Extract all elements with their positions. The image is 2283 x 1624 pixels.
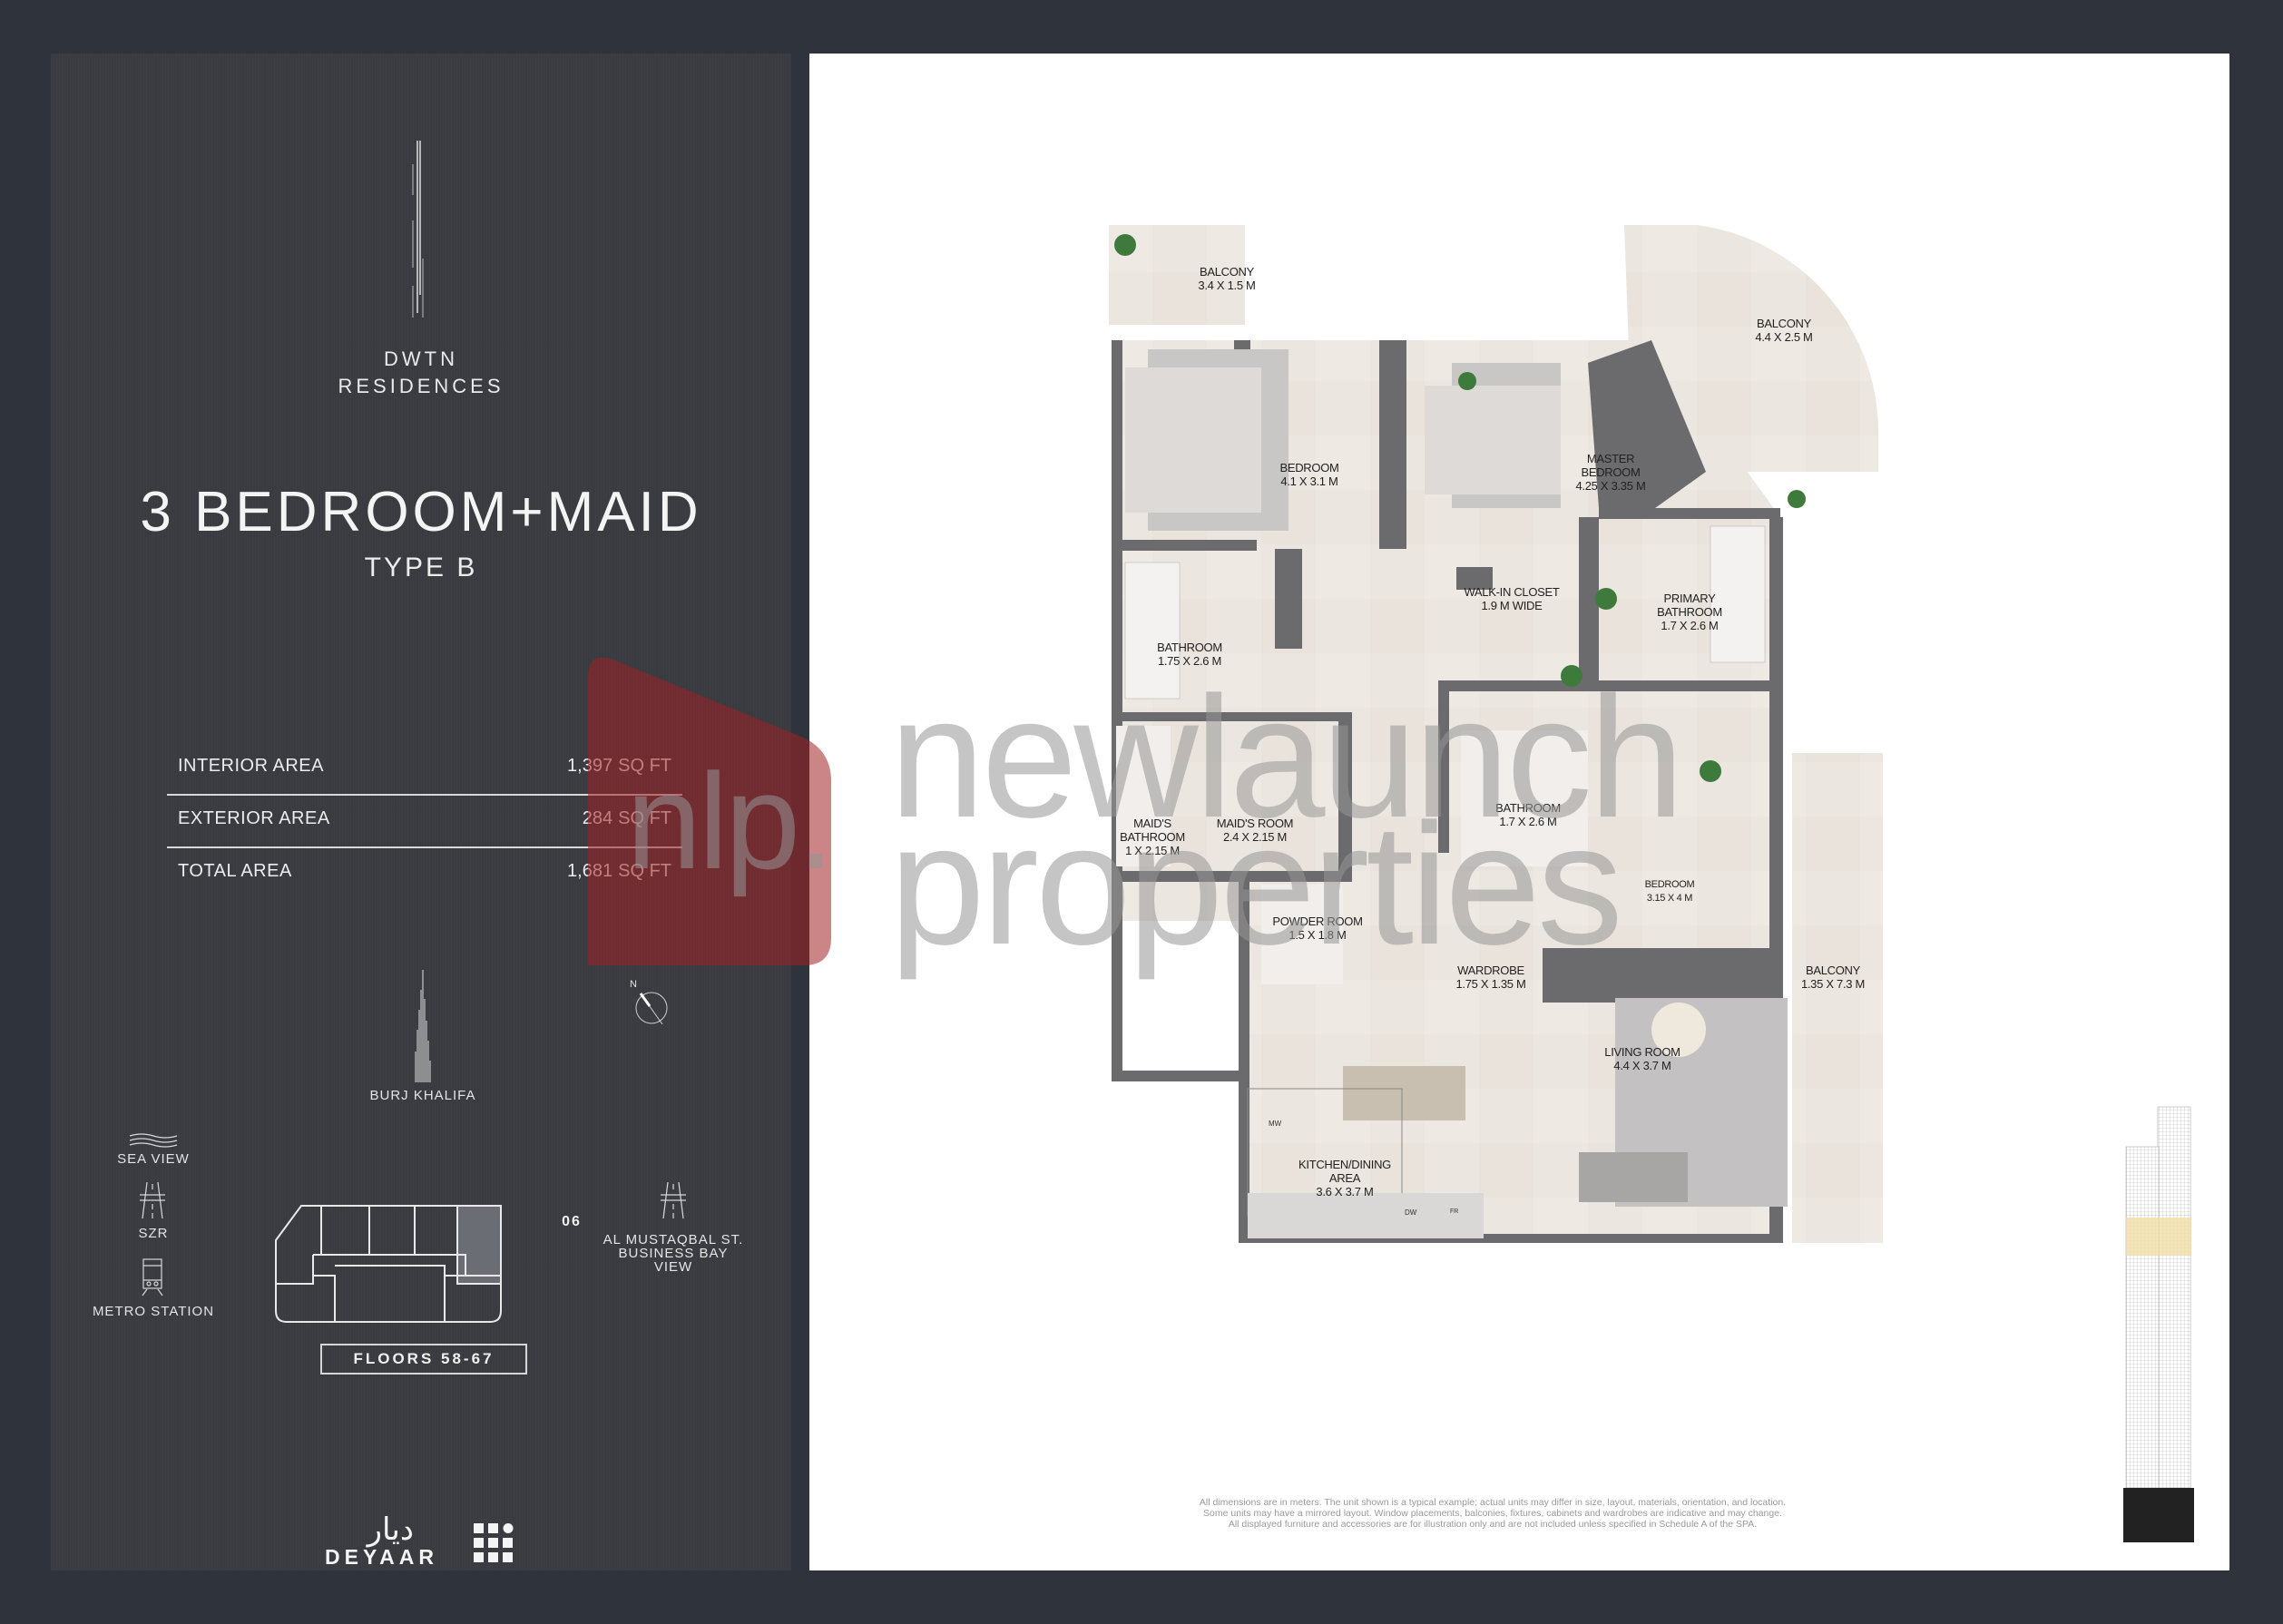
landmark-label: BURJ KHALIFA bbox=[369, 1088, 476, 1103]
metro-station-label: METRO STATION bbox=[92, 1304, 215, 1319]
floor-plan-diagram bbox=[1109, 225, 1883, 1243]
al-mustaqbal-view-label: AL MUSTAQBAL ST. BUSINESS BAY VIEW bbox=[603, 1232, 744, 1275]
watermark-short: nlp. bbox=[626, 745, 835, 897]
brand-name: DWTN RESIDENCES bbox=[51, 346, 791, 400]
area-label: INTERIOR AREA bbox=[178, 756, 324, 776]
deyaar-wordmark: DEYAAR bbox=[325, 1545, 439, 1569]
dining-table bbox=[1343, 1066, 1465, 1120]
compass-icon bbox=[635, 992, 668, 1025]
deyaar-logo-icon bbox=[474, 1523, 514, 1562]
waves-icon bbox=[129, 1133, 178, 1148]
burj-khalifa-icon bbox=[415, 970, 431, 1082]
highway-icon bbox=[661, 1182, 686, 1219]
watermark-line2: properties bbox=[889, 788, 1623, 981]
brand-name-line1: DWTN bbox=[384, 347, 458, 370]
watermark-logo-shape bbox=[588, 657, 831, 965]
key-plan-unit-label: 06 bbox=[562, 1214, 582, 1229]
balcony-right bbox=[1792, 753, 1883, 1243]
microwave-label: MW bbox=[1269, 1120, 1282, 1128]
unit-type: TYPE B bbox=[364, 553, 478, 582]
area-label: EXTERIOR AREA bbox=[178, 808, 330, 828]
deyaar-arabic-wordmark: ديار bbox=[367, 1511, 414, 1548]
fridge-label: FR bbox=[1450, 1208, 1459, 1215]
floors-badge: FLOORS 58-67 bbox=[320, 1344, 527, 1375]
szr-label: SZR bbox=[138, 1226, 169, 1241]
watermark-line1: newlaunch bbox=[889, 661, 1684, 854]
metro-train-icon bbox=[142, 1258, 163, 1296]
dishwasher-label: DW bbox=[1405, 1208, 1417, 1217]
building-elevation-diagram bbox=[2123, 1106, 2194, 1542]
dwtn-logo-icon bbox=[412, 141, 424, 318]
highlighted-floors bbox=[2126, 1218, 2191, 1256]
unit-title: 3 BEDROOM+MAID bbox=[140, 481, 702, 543]
compass-north-label: N bbox=[630, 979, 638, 990]
highway-icon bbox=[140, 1182, 165, 1219]
brand-name-line2: RESIDENCES bbox=[338, 375, 505, 397]
disclaimer: All dimensions are in meters. The unit s… bbox=[1199, 1497, 1787, 1530]
area-label: TOTAL AREA bbox=[178, 861, 292, 881]
sea-view-label: SEA VIEW bbox=[117, 1151, 190, 1167]
key-plan-diagram bbox=[275, 1205, 502, 1323]
